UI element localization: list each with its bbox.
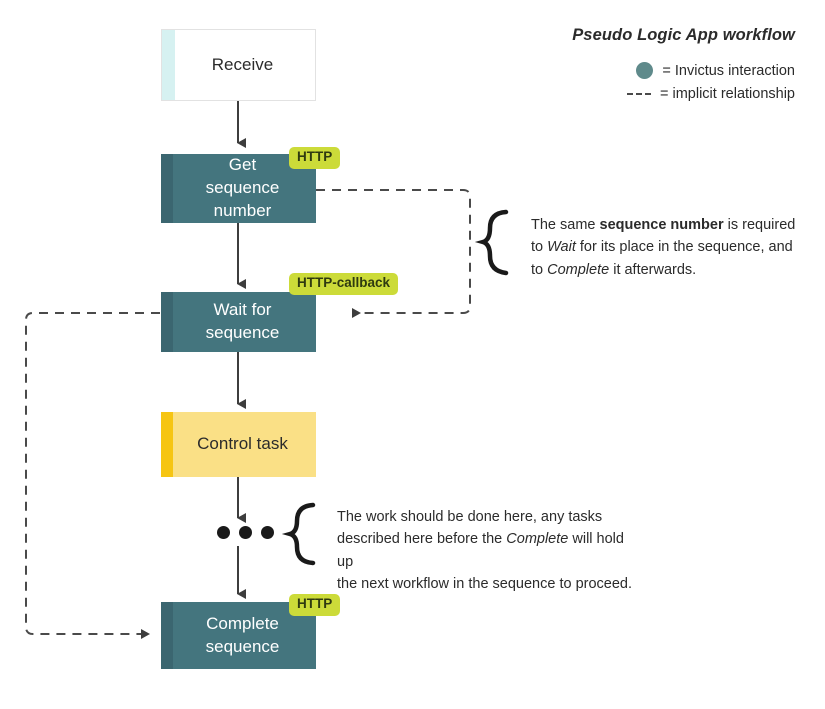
text-run: is required bbox=[723, 217, 796, 233]
text-run: the next workflow in the sequence to pro… bbox=[337, 576, 633, 593]
badge-http-get-sequence: HTTP bbox=[289, 147, 341, 169]
node-wait-for-sequence-label: Wait for sequence bbox=[205, 300, 280, 342]
badge-http-complete-sequence: HTTP bbox=[289, 594, 341, 616]
annotation-work-line-1: The work should be done here, any tasks bbox=[337, 506, 637, 528]
ellipsis-dot-2 bbox=[239, 526, 252, 539]
annotation-sequence-number-line-2: to Wait for its place in the sequence, a… bbox=[531, 236, 801, 258]
dashed-line-icon bbox=[627, 93, 651, 95]
text-run-italic: Wait bbox=[547, 239, 576, 256]
node-get-sequence-number-label: Get sequence number bbox=[205, 155, 280, 220]
badge-http-callback-wait: HTTP-callback bbox=[289, 273, 399, 295]
legend-item-invictus-interaction-label: = Invictus interaction bbox=[662, 62, 795, 79]
text-run: The same bbox=[531, 217, 600, 233]
brace-work-note bbox=[281, 502, 316, 566]
node-control-task[interactable]: Control task bbox=[161, 412, 316, 477]
text-run: to bbox=[531, 239, 548, 256]
implicit-link-wait-to-complete bbox=[25, 312, 160, 639]
ellipsis-dot-3 bbox=[261, 526, 274, 539]
node-wait-for-sequence[interactable]: Wait for sequence bbox=[161, 292, 316, 352]
node-get-sequence-number-accent-strip bbox=[161, 154, 173, 223]
node-receive[interactable]: Receive bbox=[161, 29, 316, 101]
text-run: to bbox=[531, 261, 548, 278]
node-ellipsis-placeholder bbox=[217, 526, 274, 539]
annotation-work-note: The work should be done here, any tasks … bbox=[337, 506, 637, 596]
annotation-work-line-3: the next workflow in the sequence to pro… bbox=[337, 573, 637, 595]
annotation-sequence-number-line-1: The same sequence number is required bbox=[531, 214, 801, 236]
brace-sequence-number-note bbox=[474, 209, 509, 276]
text-run: will hold up bbox=[337, 531, 624, 570]
annotation-sequence-number-line-3: to Complete it afterwards. bbox=[531, 259, 801, 281]
annotation-sequence-number-note: The same sequence number is required to … bbox=[531, 214, 801, 281]
text-run-italic: Complete bbox=[547, 261, 610, 278]
legend: Pseudo Logic App workflow = Invictus int… bbox=[525, 26, 795, 109]
legend-item-invictus-interaction: = Invictus interaction bbox=[525, 62, 795, 79]
legend-title: Pseudo Logic App workflow bbox=[572, 26, 795, 44]
text-run: for its place in the sequence, and bbox=[575, 239, 793, 256]
node-complete-sequence-label: Complete sequence bbox=[205, 613, 280, 656]
node-receive-accent-strip bbox=[162, 30, 175, 100]
filled-circle-icon bbox=[636, 62, 654, 79]
node-wait-for-sequence-accent-strip bbox=[161, 292, 173, 352]
node-control-task-accent-strip bbox=[161, 412, 173, 477]
node-control-task-label: Control task bbox=[197, 434, 288, 454]
text-run-bold: sequence number bbox=[599, 217, 724, 233]
text-run-italic: Complete bbox=[506, 531, 569, 548]
legend-item-implicit-relationship: = implicit relationship bbox=[525, 86, 795, 102]
text-run: it afterwards. bbox=[609, 261, 697, 278]
node-receive-label: Receive bbox=[211, 54, 274, 74]
ellipsis-dot-1 bbox=[217, 526, 230, 539]
legend-item-implicit-relationship-label: = implicit relationship bbox=[660, 86, 795, 102]
annotation-work-line-2: described here before the Complete will … bbox=[337, 528, 637, 573]
node-complete-sequence-accent-strip bbox=[161, 602, 173, 669]
text-run: The work should be done here, any tasks bbox=[337, 509, 603, 525]
text-run: described here before the bbox=[337, 531, 507, 548]
